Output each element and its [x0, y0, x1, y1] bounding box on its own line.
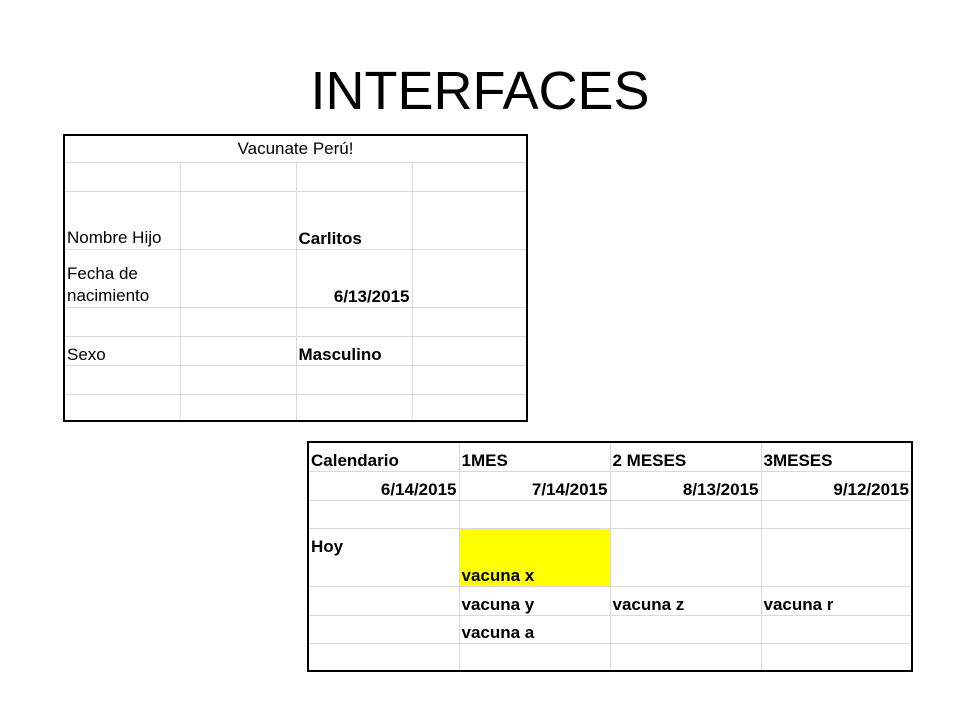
empty-cell[interactable] — [295, 306, 413, 337]
empty-cell[interactable] — [609, 499, 762, 529]
birthdate-label: Fecha de nacimiento — [63, 248, 181, 308]
vaccine-calendar-table: Calendario 1MES 2 MESES 3MESES 6/14/2015… — [307, 441, 913, 672]
empty-cell[interactable] — [179, 335, 297, 366]
empty-cell[interactable] — [760, 527, 913, 587]
vaccine-r-cell[interactable]: vacuna r — [760, 585, 913, 616]
empty-cell[interactable] — [411, 248, 528, 308]
empty-cell[interactable] — [179, 248, 297, 308]
empty-cell[interactable] — [63, 306, 181, 337]
today-date-cell[interactable]: 6/14/2015 — [307, 470, 460, 501]
month2-date-cell[interactable]: 8/13/2015 — [609, 470, 762, 501]
empty-cell[interactable] — [295, 393, 413, 422]
vaccine-z-cell[interactable]: vacuna z — [609, 585, 762, 616]
month3-date-cell[interactable]: 9/12/2015 — [760, 470, 913, 501]
empty-cell[interactable] — [609, 614, 762, 644]
empty-cell[interactable] — [63, 161, 181, 192]
empty-cell[interactable] — [760, 499, 913, 529]
month2-header: 2 MESES — [609, 441, 762, 472]
empty-cell[interactable] — [458, 499, 611, 529]
empty-cell[interactable] — [458, 642, 611, 672]
empty-cell[interactable] — [760, 642, 913, 672]
empty-cell[interactable] — [411, 306, 528, 337]
empty-cell[interactable] — [179, 190, 297, 250]
form-header: Vacunate Perú! — [63, 134, 528, 163]
empty-cell[interactable] — [609, 527, 762, 587]
empty-cell[interactable] — [295, 364, 413, 395]
empty-cell[interactable] — [63, 393, 181, 422]
empty-cell[interactable] — [307, 642, 460, 672]
empty-cell[interactable] — [307, 585, 460, 616]
empty-cell[interactable] — [179, 393, 297, 422]
empty-cell[interactable] — [307, 499, 460, 529]
empty-cell[interactable] — [411, 364, 528, 395]
empty-cell[interactable] — [179, 364, 297, 395]
empty-cell[interactable] — [411, 161, 528, 192]
empty-cell[interactable] — [411, 190, 528, 250]
patient-form-table: Vacunate Perú! Nombre Hijo Carlitos Fech… — [63, 134, 528, 422]
name-label: Nombre Hijo — [63, 190, 181, 250]
today-label: Hoy — [307, 527, 460, 587]
month3-header: 3MESES — [760, 441, 913, 472]
name-value-cell[interactable]: Carlitos — [295, 190, 413, 250]
sex-value-cell[interactable]: Masculino — [295, 335, 413, 366]
calendar-header: Calendario — [307, 441, 460, 472]
empty-cell[interactable] — [411, 393, 528, 422]
empty-cell[interactable] — [179, 306, 297, 337]
vaccine-x-cell[interactable]: vacuna x — [458, 527, 611, 587]
slide-title: INTERFACES — [310, 61, 650, 121]
empty-cell[interactable] — [179, 161, 297, 192]
empty-cell[interactable] — [411, 335, 528, 366]
vaccine-y-cell[interactable]: vacuna y — [458, 585, 611, 616]
empty-cell[interactable] — [307, 614, 460, 644]
month1-header: 1MES — [458, 441, 611, 472]
vaccine-a-cell[interactable]: vacuna a — [458, 614, 611, 644]
empty-cell[interactable] — [295, 161, 413, 192]
birthdate-value-cell[interactable]: 6/13/2015 — [295, 248, 413, 308]
empty-cell[interactable] — [760, 614, 913, 644]
empty-cell[interactable] — [63, 364, 181, 395]
sex-label: Sexo — [63, 335, 181, 366]
month1-date-cell[interactable]: 7/14/2015 — [458, 470, 611, 501]
empty-cell[interactable] — [609, 642, 762, 672]
